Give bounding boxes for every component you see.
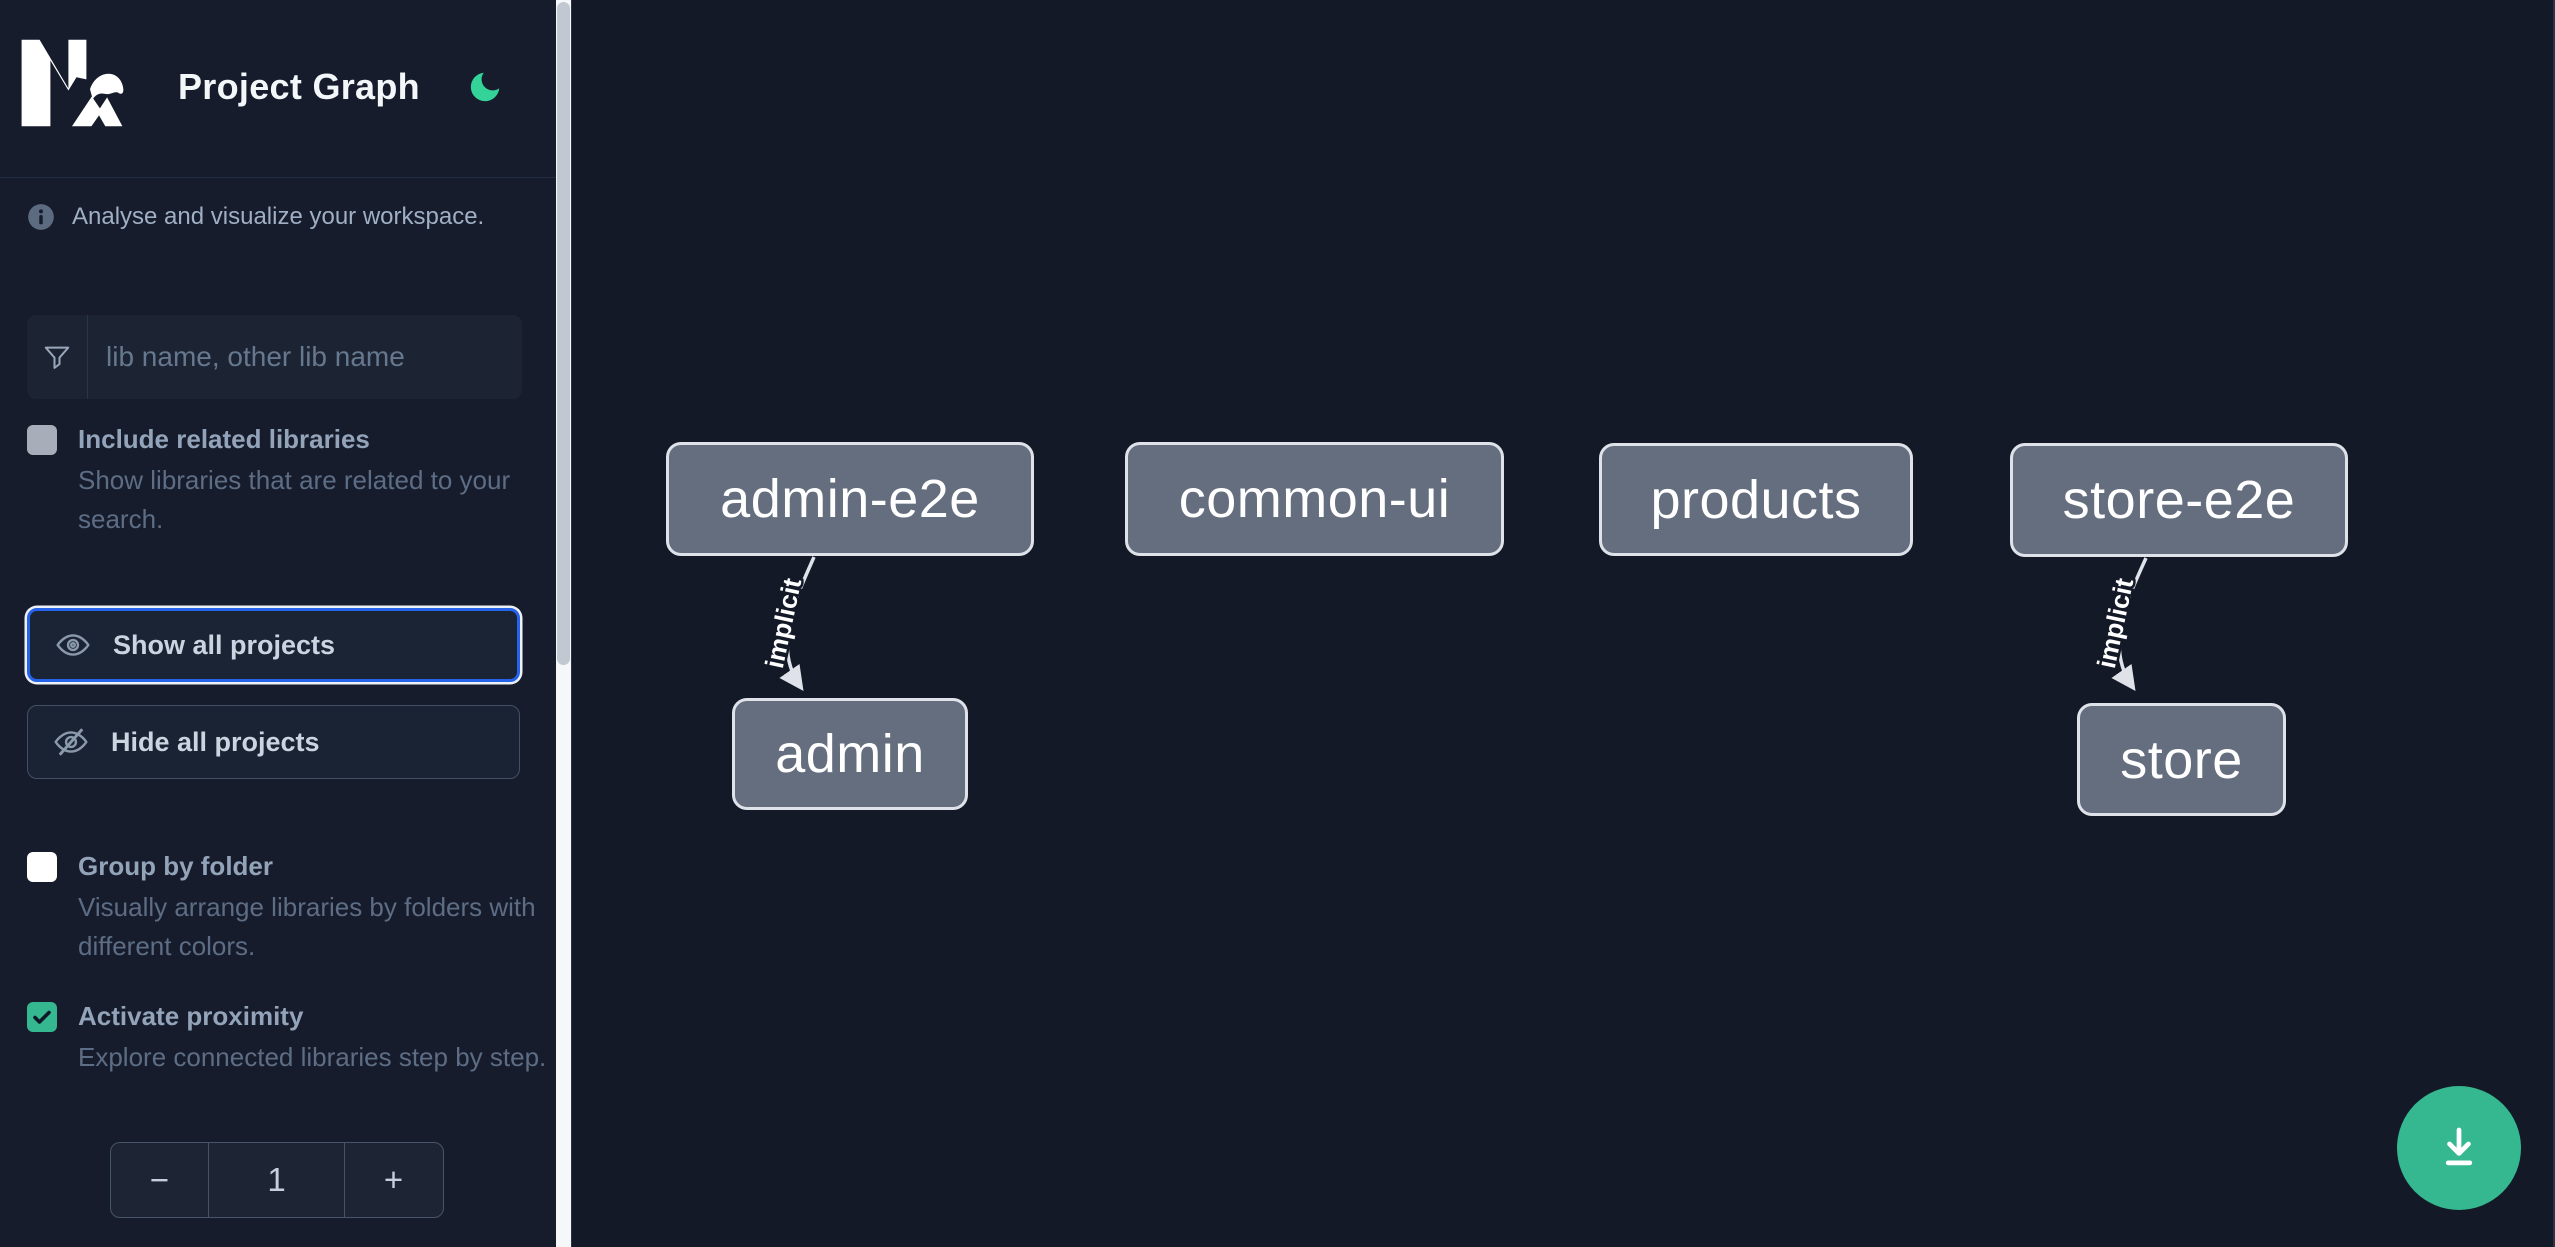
show-all-projects-button[interactable]: Show all projects	[27, 608, 520, 682]
page-title: Project Graph	[178, 66, 420, 107]
proximity-value: 1	[208, 1143, 345, 1217]
group-by-folder-label: Group by folder	[78, 851, 273, 881]
eye-slash-icon	[54, 728, 88, 756]
group-by-folder-description: Visually arrange libraries by folders wi…	[78, 892, 536, 961]
sidebar-scrollbar-thumb[interactable]	[557, 2, 570, 665]
graph-node-admin-e2e[interactable]: admin-e2e	[666, 442, 1034, 556]
moon-icon[interactable]	[466, 68, 504, 106]
checkmark-icon	[33, 1010, 51, 1024]
activate-proximity-checkbox[interactable]	[27, 1002, 57, 1032]
eye-icon	[56, 634, 90, 656]
group-by-folder-group: Group by folder Visually arrange librari…	[27, 851, 536, 981]
download-icon	[2445, 1127, 2473, 1166]
graph-node-admin[interactable]: admin	[732, 698, 968, 810]
sidebar-scrollbar-track[interactable]	[556, 0, 571, 1247]
include-related-label: Include related libraries	[78, 424, 370, 454]
search-box	[27, 315, 522, 399]
sidebar-header: Project Graph	[0, 0, 556, 178]
download-graph-button[interactable]	[2397, 1086, 2521, 1210]
proximity-decrement-button[interactable]: −	[149, 1161, 170, 1198]
graph-edges: implicit implicit	[757, 556, 2148, 692]
nx-logo	[21, 39, 124, 127]
proximity-stepper: − 1 +	[110, 1142, 444, 1218]
edge-label-implicit: implicit	[2091, 575, 2139, 671]
include-related-checkbox[interactable]	[27, 425, 57, 455]
edge-store-e2e-store[interactable]	[2111, 557, 2148, 692]
edge-label-implicit: implicit	[759, 575, 807, 671]
info-icon	[28, 204, 54, 230]
hide-all-projects-label: Hide all projects	[111, 726, 320, 757]
graph-node-store-e2e[interactable]: store-e2e	[2010, 443, 2348, 557]
hide-all-projects-button[interactable]: Hide all projects	[27, 705, 520, 779]
workspace-info: Analyse and visualize your workspace.	[27, 203, 484, 231]
graph-node-common-ui[interactable]: common-ui	[1125, 442, 1504, 556]
proximity-increment-button[interactable]: +	[383, 1161, 404, 1198]
group-by-folder-checkbox[interactable]	[27, 852, 57, 882]
info-text: Analyse and visualize your workspace.	[72, 203, 485, 230]
activate-proximity-label: Activate proximity	[78, 1001, 304, 1031]
sidebar: Project Graph Analyse and visualize your…	[0, 0, 556, 1247]
include-related-group: Include related libraries Show libraries…	[27, 424, 527, 554]
edge-admin-e2e-admin[interactable]	[779, 556, 816, 692]
graph-node-products[interactable]: products	[1599, 443, 1913, 556]
search-input[interactable]	[88, 315, 522, 399]
activate-proximity-group: Activate proximity Explore connected lib…	[27, 1001, 546, 1131]
include-related-description: Show libraries that are related to your …	[78, 465, 511, 534]
show-all-projects-label: Show all projects	[113, 629, 336, 660]
activate-proximity-description: Explore connected libraries step by step…	[78, 1042, 547, 1072]
filter-funnel-icon	[27, 315, 88, 399]
graph-node-store[interactable]: store	[2077, 703, 2286, 816]
project-graph-canvas[interactable]: implicit implicit admin-e2e common-ui pr…	[571, 0, 2555, 1247]
